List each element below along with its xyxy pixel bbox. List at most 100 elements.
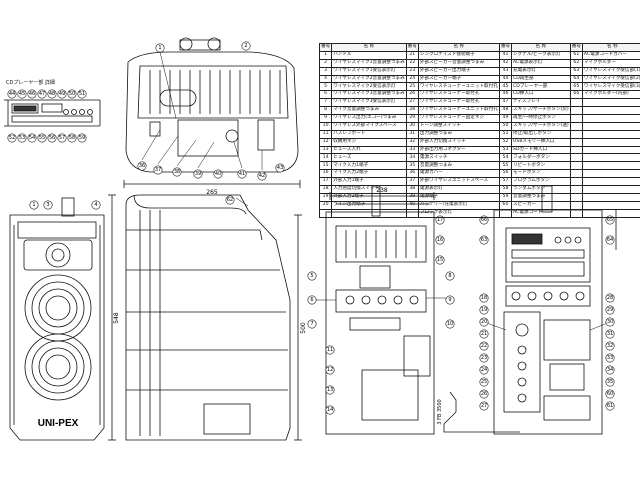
part-name-cell: モードボタン	[511, 169, 571, 179]
callout-37: 37	[153, 165, 163, 175]
callout-number: 22	[481, 343, 487, 349]
callout-47: 47	[37, 89, 47, 99]
callout-circle	[605, 377, 615, 387]
part-name-cell	[331, 208, 407, 218]
callout-number: 46	[29, 91, 35, 97]
callout-number: 58	[69, 135, 75, 141]
part-number-cell: 64	[569, 74, 583, 84]
part-name-cell	[581, 185, 640, 194]
callout-circle	[479, 365, 489, 375]
part-number-cell: 38	[405, 185, 419, 194]
table-header-cell: 名 称	[581, 43, 640, 52]
part-name-cell: ワイヤレス外部マイクスペース	[331, 121, 407, 131]
callout-circle	[57, 89, 67, 99]
part-name-cell	[581, 137, 640, 147]
part-number-cell: 17	[318, 177, 333, 187]
callout-circle	[325, 345, 335, 355]
part-number-cell: 22	[405, 58, 419, 68]
callout-number: 37	[155, 167, 161, 173]
part-number-cell: 25	[405, 82, 419, 92]
part-number-cell: 56	[498, 169, 513, 179]
callout-number: 6	[310, 297, 313, 303]
callout-28: 28	[605, 293, 615, 303]
callout-57: 57	[57, 133, 67, 143]
part-number-cell	[498, 208, 513, 218]
cd-detail-label: CDプレーヤー部 詳細	[6, 80, 55, 86]
part-number-cell: 45	[498, 82, 513, 92]
callout-1: 1	[155, 43, 165, 53]
callout-number: 50	[69, 91, 75, 97]
part-name-cell: ワイヤレスマイク3受信表示灯	[331, 98, 407, 108]
part-number-cell: 11	[318, 129, 333, 139]
callout-31: 31	[605, 329, 615, 339]
part-number-cell	[405, 208, 419, 218]
part-name-cell: マイク入力1端子	[331, 161, 407, 171]
part-number-cell: 61	[569, 50, 583, 60]
callout-45: 45	[17, 89, 27, 99]
part-name-cell	[581, 192, 640, 202]
part-name-cell	[581, 177, 640, 187]
callout-circle	[325, 365, 335, 375]
callout-circle	[29, 200, 39, 210]
part-number-cell: 40	[405, 200, 419, 210]
part-number-cell: 5	[318, 82, 333, 92]
part-number-cell: 44	[498, 74, 513, 84]
part-name-cell: 電源スイッチ	[417, 153, 500, 163]
cd-player-detail	[4, 99, 101, 127]
callout-number: 66	[481, 217, 487, 223]
callout-number: 44	[9, 91, 15, 97]
callout-8: 8	[445, 271, 455, 281]
part-number-cell: 65	[569, 82, 583, 92]
callout-63: 63	[479, 235, 489, 245]
part-number-cell: 4	[318, 74, 333, 84]
front-view	[9, 197, 105, 441]
callout-number: 34	[607, 367, 613, 373]
inner-view	[493, 185, 617, 435]
callout-36: 36	[137, 161, 147, 171]
part-name-cell	[581, 98, 640, 108]
callout-circle	[479, 377, 489, 387]
part-name-cell: USBメモリー挿入口	[511, 137, 571, 147]
part-name-cell: スキップ/サーチボタン(戻)	[511, 106, 571, 116]
callout-number: 14	[327, 407, 333, 413]
part-number-cell: 16	[318, 169, 333, 179]
part-name-cell	[581, 129, 640, 139]
part-number-cell: 13	[318, 145, 333, 155]
callout-number: 63	[481, 237, 487, 243]
part-name-cell: マイク音量調整つまみ	[331, 106, 407, 116]
part-name-cell: シンクロナイズド接続端子	[417, 50, 500, 60]
callout-number: 55	[39, 135, 45, 141]
callout-27: 27	[479, 401, 489, 411]
part-number-cell	[569, 114, 583, 123]
callout-circle	[67, 133, 77, 143]
callout-circle	[325, 405, 335, 415]
callout-33: 33	[605, 353, 615, 363]
callout-circle	[43, 200, 53, 210]
part-number-cell: 41	[498, 50, 513, 60]
callout-46: 46	[27, 89, 37, 99]
part-number-cell: 66	[569, 90, 583, 100]
part-number-cell: 2	[318, 58, 333, 68]
part-number-cell: 14	[318, 153, 333, 163]
part-name-cell: 外部入力1端子	[331, 177, 407, 187]
part-number-cell: 12	[318, 137, 333, 147]
callout-circle	[7, 133, 17, 143]
part-name-cell: 外部スピーカー出力端子	[417, 66, 500, 76]
part-number-cell: 32	[405, 137, 419, 147]
part-name-cell: 外部出力用コネクター	[417, 145, 500, 155]
part-number-cell: 37	[405, 177, 419, 187]
part-number-cell	[569, 208, 583, 218]
callout-circle	[605, 293, 615, 303]
callout-number: 15	[437, 257, 443, 263]
part-name-cell: ブロック表示灯	[417, 208, 500, 218]
part-name-cell	[581, 121, 640, 131]
callout-circle	[605, 317, 615, 327]
part-name-cell: 外部スピーカー音量調整つまみ	[417, 58, 500, 68]
callout-21: 21	[479, 329, 489, 339]
part-name-cell: トーン調整スイッチ	[417, 121, 500, 131]
